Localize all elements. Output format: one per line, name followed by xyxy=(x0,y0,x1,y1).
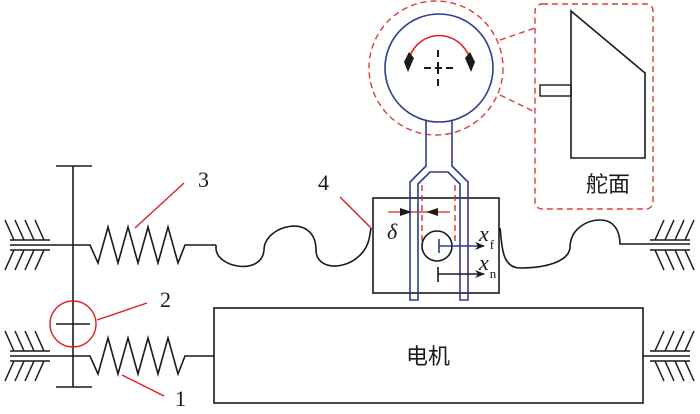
xf-main: x xyxy=(478,221,489,246)
rudder-detail-box xyxy=(534,3,654,210)
delta-arrow-left xyxy=(400,208,412,216)
xn-main: x xyxy=(478,250,489,275)
xn-sub: n xyxy=(490,266,497,281)
rudder-surface xyxy=(570,9,646,159)
delta-arrow-right xyxy=(426,208,438,216)
zoom-callout-circle xyxy=(368,0,504,136)
ground-right-upper xyxy=(650,219,695,271)
motor-label: 电机 xyxy=(406,345,450,370)
wavy-shaft-left xyxy=(215,225,372,268)
rocker-arm xyxy=(384,13,494,301)
left-vertical-bar xyxy=(56,165,92,388)
rudder-shaft xyxy=(539,84,572,97)
nut-block xyxy=(372,197,500,294)
callout-link-lower xyxy=(499,94,536,113)
ground-left-upper xyxy=(4,219,73,271)
gear-marker-2 xyxy=(49,300,97,348)
label-3: 3 xyxy=(198,167,209,192)
xf-label: xf xyxy=(478,221,495,252)
leader-line-4 xyxy=(339,196,372,229)
leader-line-2 xyxy=(96,302,148,321)
rudder-label: 舵面 xyxy=(586,173,630,198)
spring-1 xyxy=(73,335,214,377)
ground-right-lower xyxy=(650,330,695,382)
xn-label: xn xyxy=(478,250,497,281)
delta-label: δ xyxy=(387,219,398,244)
ground-left-lower xyxy=(4,330,73,382)
label-2: 2 xyxy=(160,287,171,312)
rotation-arrow-icon xyxy=(404,34,475,72)
label-4: 4 xyxy=(318,170,329,195)
callout-link-upper xyxy=(499,27,536,41)
leader-line-3 xyxy=(134,182,185,229)
leader-line-1 xyxy=(121,374,165,397)
crosshair-icon xyxy=(424,50,453,86)
spring-3 xyxy=(73,224,216,266)
xf-sub: f xyxy=(490,237,495,252)
wavy-shaft-right xyxy=(499,219,690,269)
label-1: 1 xyxy=(175,386,186,411)
